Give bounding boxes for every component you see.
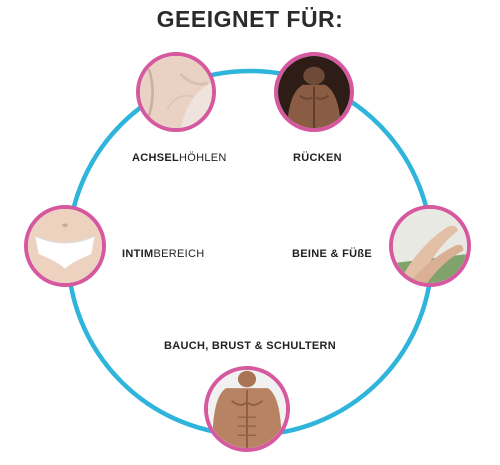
armpit-photo: [136, 52, 216, 132]
legs-photo: [389, 205, 471, 287]
back-photo: [274, 52, 354, 132]
label-intimbereich: INTIMBEREICH: [122, 248, 205, 260]
label-achselhoehlen: ACHSELHÖHLEN: [132, 152, 227, 164]
label-ruecken: RÜCKEN: [293, 152, 342, 164]
label-beine-fuesse: BEINE & FÜßE: [292, 248, 372, 260]
label-bauch-brust-schultern: BAUCH, BRUST & SCHULTERN: [164, 340, 336, 352]
bikini-area-photo: [24, 205, 106, 287]
torso-photo: [204, 366, 290, 452]
page-title: GEEIGNET FÜR:: [156, 6, 344, 32]
